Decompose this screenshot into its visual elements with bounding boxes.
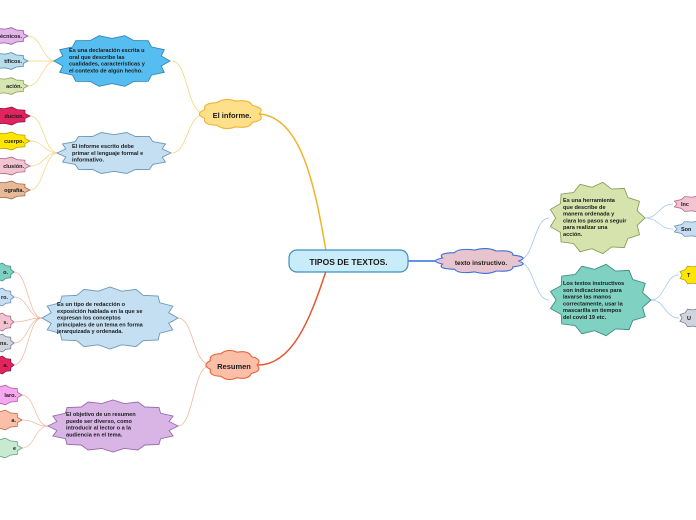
connector-lines — [13, 35, 680, 449]
resumen-desc1-leaf-3[interactable]: ns. — [0, 333, 15, 353]
informe-cloud-node[interactable] — [198, 98, 262, 130]
informe-desc2-connector-2 — [29, 152, 59, 167]
instructivo-desc1-leaf-0-label: Inc — [681, 202, 689, 208]
informe-desc2-leaf-1-label: cuerpo. — [4, 139, 24, 145]
resumen-desc1-connector-1 — [13, 296, 43, 319]
resumen-desc2-connector-0 — [21, 394, 49, 427]
connector-resumen-desc1 — [177, 317, 210, 365]
informe-node-label: El informe. — [213, 111, 252, 120]
resumen-desc1-leaf-1-label: ro. — [1, 295, 9, 301]
resumen-desc2-leaf-2-label: e — [13, 446, 16, 452]
informe-desc2-leaf-0[interactable]: ducion. — [0, 106, 31, 126]
instructivo-cloud-node[interactable] — [434, 248, 524, 274]
branch-instructivo[interactable]: texto instructivo. — [434, 248, 524, 274]
resumen-cloud-node[interactable] — [205, 349, 260, 381]
informe-desc1-connector-0 — [27, 35, 57, 62]
connector-informe-desc2 — [171, 114, 204, 154]
informe-desc2-leaf-3-label: ografía. — [4, 188, 24, 194]
informe-desc2-connector-3 — [29, 152, 59, 191]
resumen-desc2-leaf-0-label: laro. — [4, 393, 16, 399]
instructivo-desc2-leaf-1[interactable]: U — [679, 308, 696, 328]
resumen-desc1-leaf-2-label: s. — [3, 320, 8, 326]
resumen-desc1-connector-0 — [13, 271, 43, 319]
informe-desc2-leaf-3[interactable]: ografía. — [0, 180, 31, 200]
informe-desc2-leaf-2-label: clusión. — [3, 164, 24, 170]
instructivo-desc1-leaf-1-label: Son — [681, 227, 692, 233]
resumen-desc2-leaf-1[interactable]: a. — [0, 409, 23, 431]
informe-desc1-leaf-1-label: tíficos. — [4, 59, 22, 65]
informe-desc1-leaf-2[interactable]: ación. — [0, 77, 29, 95]
resumen-desc1-leaf-3-label: ns. — [0, 341, 8, 347]
branch-informe[interactable]: El informe. — [198, 98, 262, 130]
connector-root-informe — [259, 113, 327, 252]
resumen-desc1-leaf-0-label: o. — [3, 270, 8, 276]
connector-resumen-desc2 — [177, 365, 210, 427]
connector-instructivo-desc2 — [518, 261, 550, 301]
resumen-desc1-leaf-4-label: a. — [3, 363, 8, 369]
resumen-desc2-leaf-1-label: a. — [11, 418, 16, 424]
informe-desc2-leaf-1[interactable]: cuerpo. — [0, 131, 31, 151]
resumen-desc2-leaf-2[interactable]: e — [0, 437, 23, 459]
informe-desc1-leaf-1[interactable]: tíficos. — [0, 52, 29, 70]
instructivo-desc2-leaf-0[interactable]: T — [679, 265, 696, 285]
informe-desc2-connector-0 — [29, 115, 59, 154]
connector-instructivo-desc1 — [518, 217, 550, 261]
instructivo-desc1-connector-1 — [644, 217, 674, 230]
instructivo-desc1-leaf-0[interactable]: Inc — [673, 196, 696, 213]
informe-desc1-connector-2 — [27, 60, 57, 87]
connector-informe-desc1 — [171, 60, 204, 114]
root-node-label: TIPOS DE TEXTOS. — [309, 257, 387, 267]
informe-desc1-leaf-0[interactable]: écnicos. — [0, 27, 29, 45]
connector-root-resumen — [257, 270, 327, 366]
informe-desc2-leaf-0-label: ducion. — [4, 114, 24, 120]
resumen-desc1-leaf-0[interactable]: o. — [0, 262, 15, 282]
informe-desc2-connector-1 — [29, 140, 59, 154]
resumen-desc1-leaf-2[interactable]: s. — [0, 312, 15, 332]
instructivo-desc2-leaf-1-label: U — [687, 316, 691, 322]
resumen-desc2-connector-2 — [21, 425, 49, 449]
leaf-nodes: écnicos. tíficos. ación. ducion. cuerpo. clus… — [0, 27, 696, 459]
instructivo-desc2-leaf-0-label: T — [687, 273, 691, 279]
resumen-desc2-leaf-0[interactable]: laro. — [0, 384, 23, 406]
resumen-node-label: Resumen — [217, 362, 251, 371]
resumen-desc2-connector-1 — [21, 419, 49, 427]
root-node[interactable]: TIPOS DE TEXTOS. — [288, 249, 409, 273]
instructivo-desc2-connector-0 — [650, 274, 680, 301]
instructivo-desc1-connector-0 — [644, 203, 674, 219]
branch-resumen[interactable]: Resumen — [205, 349, 260, 381]
informe-desc2-leaf-2[interactable]: clusión. — [0, 156, 31, 176]
instructivo-node-label: texto instructivo. — [455, 260, 508, 267]
resumen-desc1-leaf-1[interactable]: ro. — [0, 287, 15, 307]
instructivo-desc2-connector-1 — [650, 299, 680, 319]
informe-desc1-leaf-2-label: ación. — [6, 84, 22, 90]
instructivo-desc1-leaf-1[interactable]: Son — [673, 221, 696, 238]
informe-desc1-leaf-0-label: écnicos. — [0, 34, 22, 40]
resumen-desc1-leaf-4[interactable]: a. — [0, 355, 15, 375]
resumen-desc1-connector-4 — [13, 317, 43, 366]
